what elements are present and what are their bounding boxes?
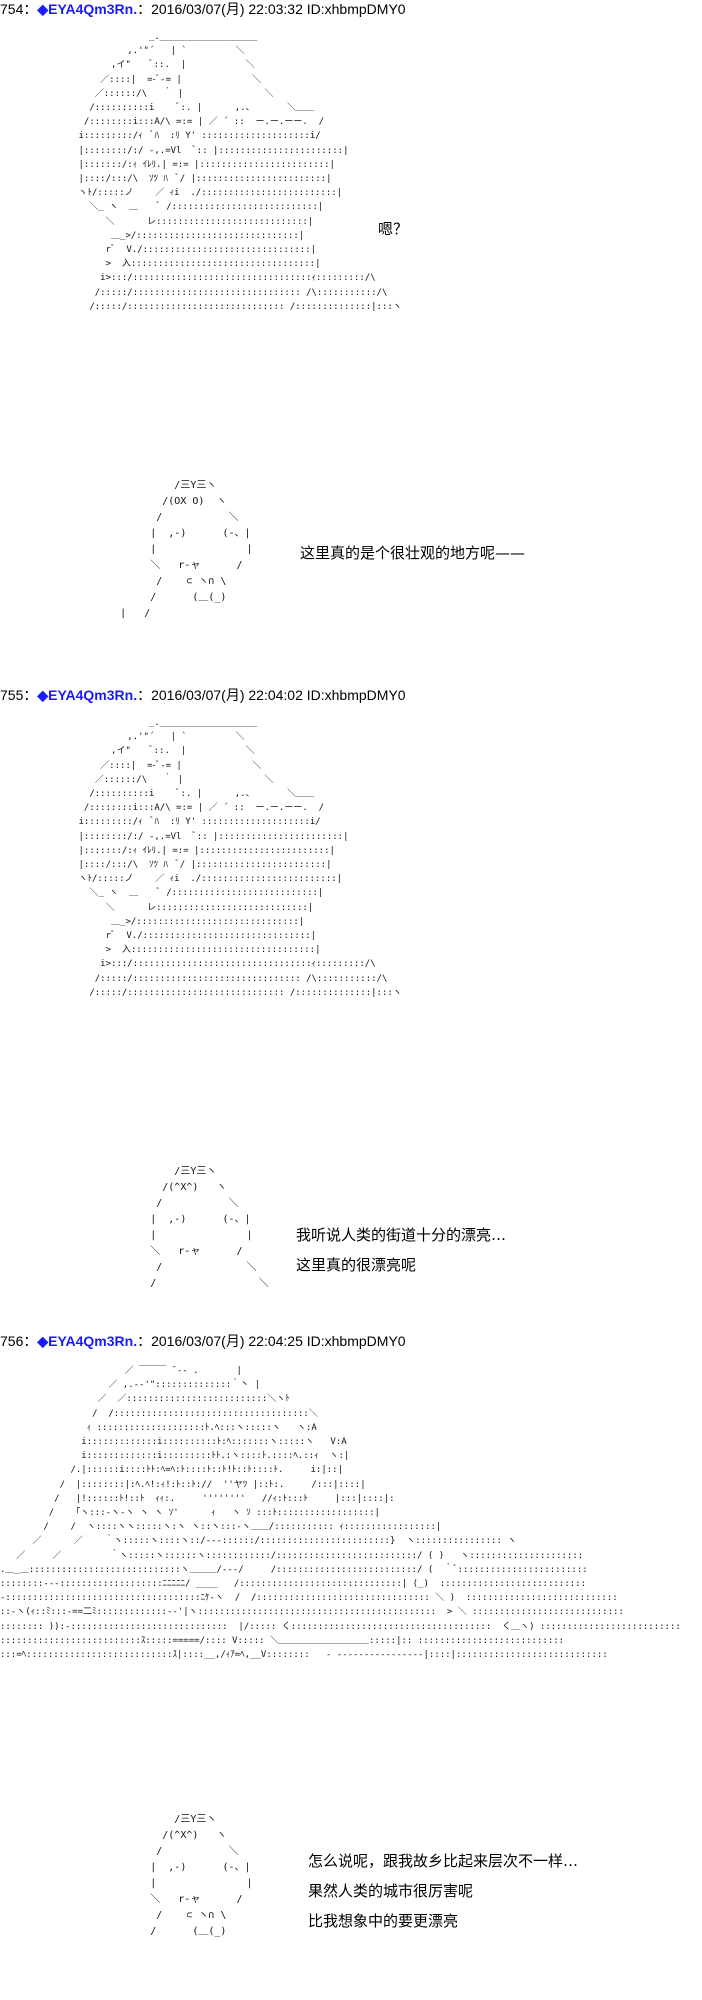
ascii-art-character-tall: _.__________________ ,.'"´ | ` ＼ ,イ" ﾞ::… (78, 32, 402, 312)
poster-trip[interactable]: ◆EYA4Qm3Rn. (37, 1333, 138, 1349)
post-number: 755： (0, 687, 38, 703)
ascii-art-character-small: /三Y三ヽ /(^X^) ヽ / ＼ | ,-) (-、| | | ＼ r‐ャ … (150, 1166, 269, 1289)
ascii-art-landscape-hill: ／ ￣￣￣ ̄ ‐- . | ／ ,.-‐'"::::::::::::::｀丶 … (0, 1366, 681, 1661)
dialogue-754-top: 嗯？ (378, 214, 408, 244)
dialogue-755-bottom: 我听说人类的街道十分的漂亮… 这里真的很漂亮呢 (296, 1220, 506, 1280)
post-header-755: 755：◆EYA4Qm3Rn.：2016/03/07(月) 22:04:02 I… (0, 686, 406, 704)
dialogue-line: 嗯？ (378, 220, 409, 238)
dialogue-line: 怎么说呢，跟我故乡比起来层次不一样… (308, 1852, 579, 1870)
dialogue-line: 这里真的很漂亮呢 (296, 1256, 417, 1274)
post-meta: ：2016/03/07(月) 22:04:02 ID:xhbmpDMY0 (137, 687, 406, 703)
dialogue-line: 这里真的是个很壮观的地方呢—— (300, 544, 526, 562)
poster-trip[interactable]: ◆EYA4Qm3Rn. (37, 1, 138, 17)
dialogue-756-bottom: 怎么说呢，跟我故乡比起来层次不一样… 果然人类的城市很厉害呢 比我想象中的要更漂… (308, 1846, 578, 1936)
post-meta: ：2016/03/07(月) 22:03:32 ID:xhbmpDMY0 (137, 1, 406, 17)
post-header-754: 754：◆EYA4Qm3Rn.：2016/03/07(月) 22:03:32 I… (0, 0, 406, 18)
dialogue-line: 我听说人类的街道十分的漂亮… (296, 1226, 507, 1244)
dialogue-line: 果然人类的城市很厉害呢 (308, 1882, 474, 1900)
ascii-art-character-small: /三Y三ヽ /(^X^) ヽ / ＼ | ,-) (-、| | | ＼ r‐ャ … (150, 1814, 253, 1937)
dialogue-line: 比我想象中的要更漂亮 (308, 1912, 459, 1930)
poster-trip[interactable]: ◆EYA4Qm3Rn. (37, 687, 138, 703)
post-header-756: 756：◆EYA4Qm3Rn.：2016/03/07(月) 22:04:25 I… (0, 1332, 406, 1350)
post-number: 756： (0, 1333, 38, 1349)
ascii-art-character-tall: _.__________________ ,.'"´ | ` ＼ ,イ" ﾞ::… (78, 718, 402, 998)
ascii-art-character-small: /三Y三ヽ /(OX O) ヽ / ＼ | ,-) (-、| | | ＼ r‐ャ… (120, 480, 253, 619)
dialogue-754-bottom: 这里真的是个很壮观的地方呢—— (300, 538, 525, 568)
post-number: 754： (0, 1, 38, 17)
post-meta: ：2016/03/07(月) 22:04:25 ID:xhbmpDMY0 (137, 1333, 406, 1349)
